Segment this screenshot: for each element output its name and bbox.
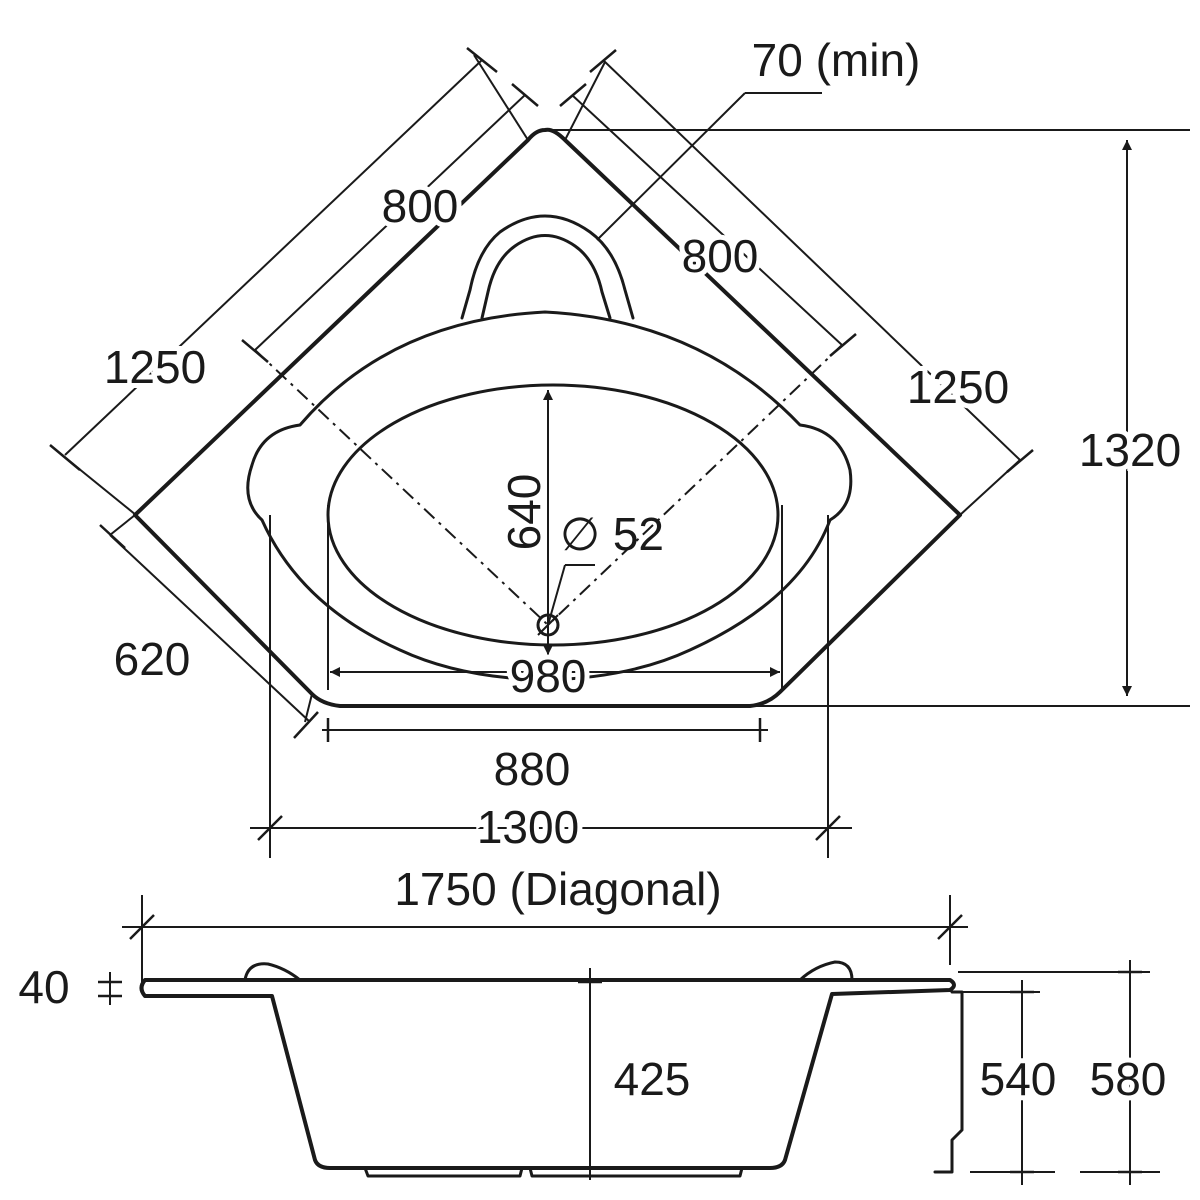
dim-bowl-width (327, 505, 783, 690)
dim-waste-leader (547, 564, 595, 626)
dim-panel-height (962, 980, 1055, 1185)
side-view: 1750 (Diagonal) 40 425 (18, 863, 1171, 1185)
label-dim-diagonal: 1750 (Diagonal) (394, 863, 721, 915)
tub-deck-outline (246, 310, 853, 682)
label-dim-rim-thickness: 40 (18, 961, 69, 1013)
dim-total-height (958, 960, 1160, 1185)
plan-view: 1250 800 800 1250 70 (min) (49, 34, 1190, 858)
side-panel-step (933, 990, 964, 1174)
label-dim-inner-right: 800 (682, 230, 759, 282)
dim-inner-right (559, 83, 857, 357)
label-dim-total-height: 580 (1090, 1053, 1167, 1105)
label-dim-panel-height: 540 (980, 1053, 1057, 1105)
dim-diagonal (122, 895, 968, 990)
tub-side-profile (139, 978, 956, 1170)
label-dim-outer-right: 1250 (907, 361, 1009, 413)
side-feet (363, 1166, 744, 1178)
centreline-right (547, 344, 843, 626)
dim-inner-left (241, 83, 539, 363)
label-dim-waste-diameter: ∅ 52 (560, 508, 664, 560)
label-dim-bowl-width: 980 (510, 650, 587, 702)
dim-inner-depth (578, 968, 602, 1180)
label-dim-front-width: 880 (494, 743, 571, 795)
headrest-loop (460, 214, 635, 320)
dim-front-width (322, 718, 768, 742)
label-dim-outer-left: 1250 (104, 341, 206, 393)
dim-side-panel (99, 514, 319, 739)
label-dim-inner-left: 800 (382, 180, 459, 232)
dim-rim-thickness (98, 972, 122, 1005)
label-dim-min-gap: 70 (min) (752, 34, 921, 86)
dim-min-gap (596, 92, 822, 241)
dim-outer-right (564, 49, 1034, 516)
dim-outer-left (49, 47, 529, 516)
label-dim-bowl-depth: 640 (498, 474, 550, 551)
tub-outer-rim (133, 127, 962, 708)
label-dim-side-panel: 620 (114, 633, 191, 685)
headrest-loop-inner (480, 234, 612, 320)
side-headrest-left (243, 962, 302, 982)
side-headrest-right (798, 960, 854, 982)
dim-depth-total (545, 129, 1190, 707)
label-dim-inner-depth: 425 (614, 1053, 691, 1105)
label-dim-depth-total: 1320 (1079, 424, 1181, 476)
centreline-left (254, 349, 549, 626)
dim-overall-width (250, 515, 852, 858)
label-dim-overall-width: 1300 (477, 801, 579, 853)
